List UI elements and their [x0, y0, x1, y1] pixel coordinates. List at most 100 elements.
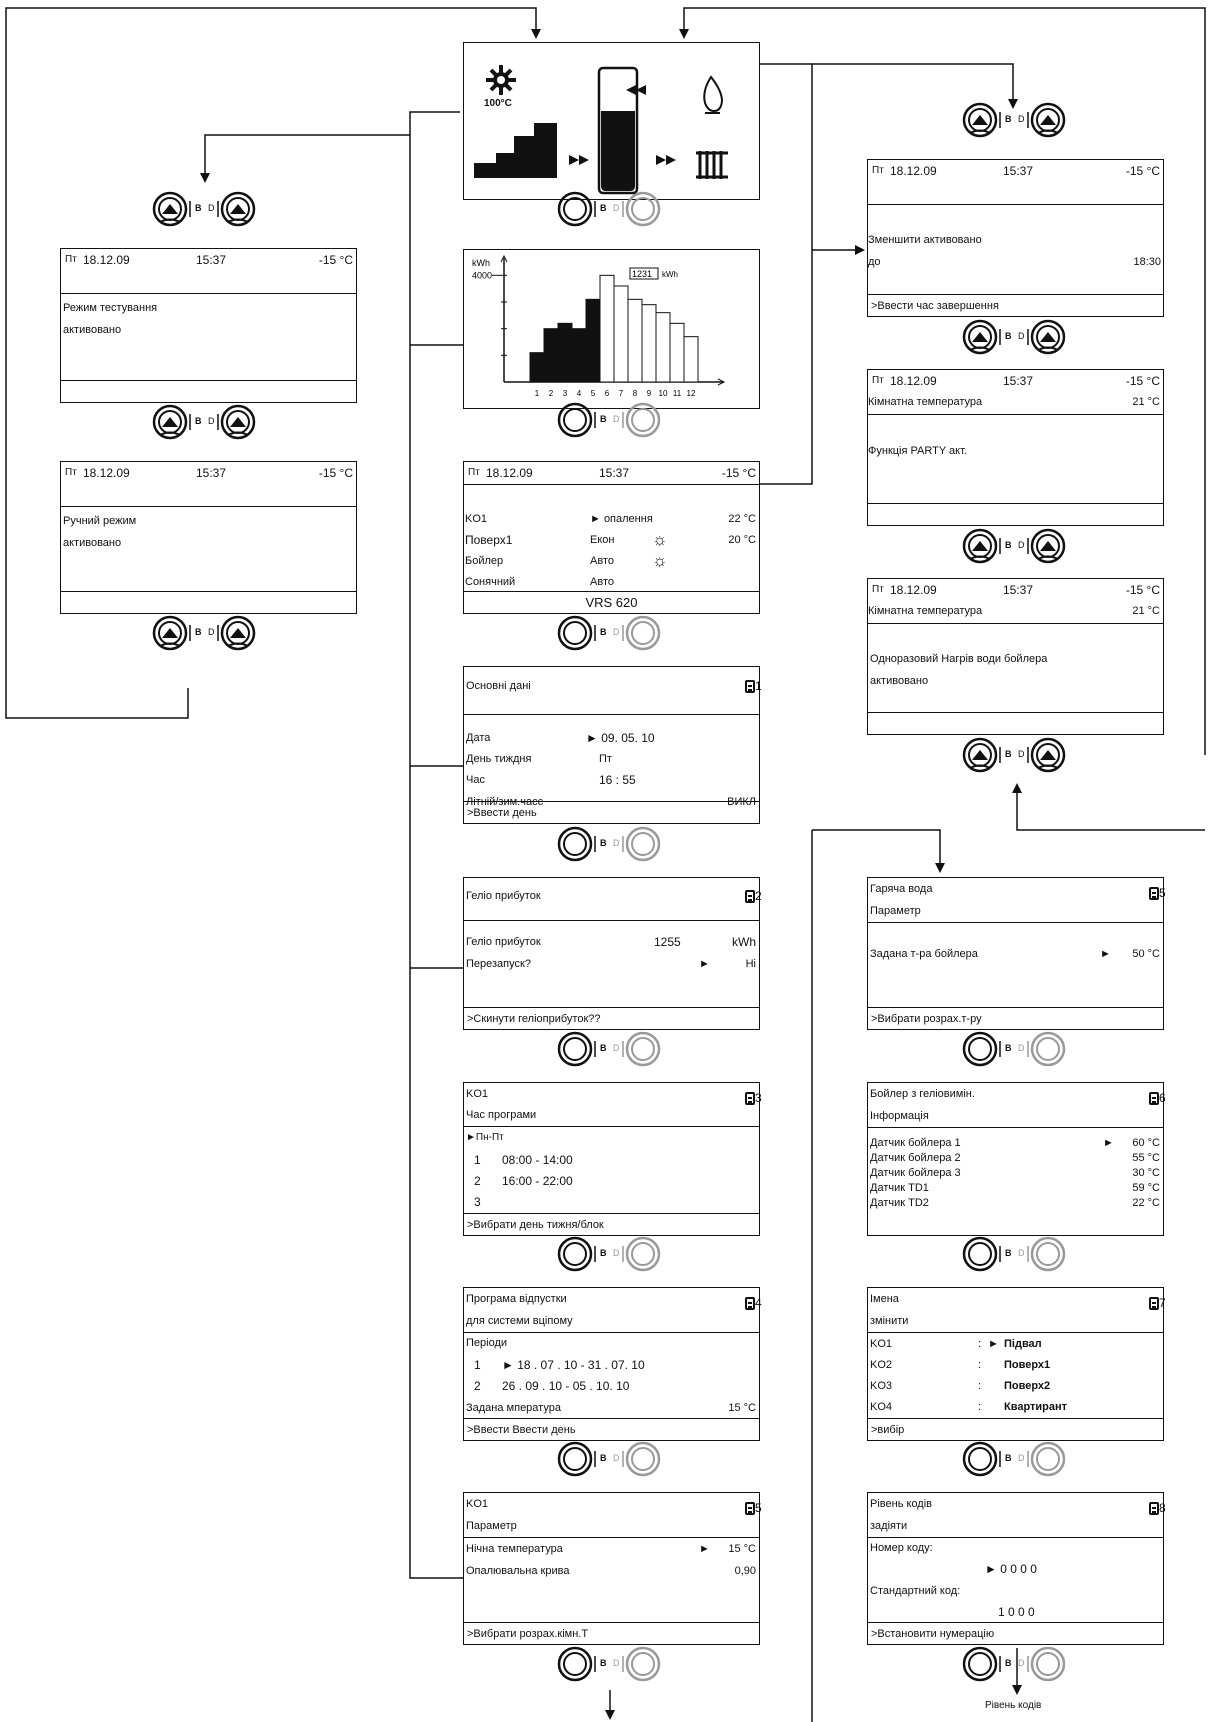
- sensor-value: 30 °C: [1132, 1167, 1160, 1179]
- boiler-target-arrow[interactable]: ►: [1100, 948, 1111, 960]
- name-row[interactable]: KO1:►Підвал: [868, 1333, 1163, 1355]
- oneshot-screen: Пт 18.12.09 15:37 -15 °C Кімнатна темпер…: [867, 578, 1164, 735]
- x-tick-label: 8: [633, 389, 638, 398]
- menu-solar-boiler-info: Бойлер з геліовимін. 6 Інформація Датчик…: [867, 1082, 1166, 1236]
- slot-times: 08:00 - 14:00: [502, 1153, 573, 1167]
- status-temp: -15 °C: [318, 253, 353, 267]
- circuit-name: Поверх2: [1004, 1380, 1051, 1392]
- menu7-footer: >вибір: [868, 1418, 1163, 1440]
- circuit-arrow: ►: [988, 1338, 999, 1350]
- knob-icon: [152, 404, 256, 440]
- status-day: Пт: [65, 467, 77, 478]
- knob-label-b: B: [1005, 1043, 1012, 1053]
- knob-label-d: D: [613, 627, 620, 637]
- sensor-arrow[interactable]: ►: [1103, 1137, 1114, 1149]
- time-slot[interactable]: 3: [464, 1191, 759, 1213]
- knob-label-d: D: [1018, 331, 1025, 341]
- reset-arrow[interactable]: ►: [699, 958, 710, 970]
- knob-label-d: D: [613, 414, 620, 424]
- overview-name: Поверх1: [465, 533, 513, 547]
- knob-icon: [557, 402, 661, 438]
- knob-label-b: B: [600, 414, 607, 424]
- menu-icon: 5: [1149, 882, 1166, 904]
- status-time: 15:37: [1003, 583, 1034, 597]
- menu-icon: 3: [745, 1087, 762, 1109]
- name-row[interactable]: KO2:Поверх1: [868, 1354, 1163, 1376]
- knob-label-d: D: [613, 1453, 620, 1463]
- overview-name: Сонячний: [465, 576, 516, 588]
- circuit-name: Підвал: [1004, 1338, 1042, 1350]
- night-temp-arrow[interactable]: ►: [699, 1543, 710, 1555]
- knob-icon: [152, 191, 256, 227]
- overview-footer: VRS 620: [464, 591, 759, 613]
- overview-name: KO1: [465, 513, 488, 525]
- menu5a-title: KO1: [466, 1498, 489, 1510]
- days-selector[interactable]: ►Пн-Пт: [466, 1132, 504, 1143]
- party-line1: Функція PARTY акт.: [868, 445, 967, 457]
- x-tick-label: 6: [605, 389, 610, 398]
- oneshot-line2: активовано: [870, 675, 929, 687]
- menu5a-num: 5: [755, 1501, 762, 1515]
- knob-label-d: D: [208, 627, 215, 637]
- curve-value: 0,90: [734, 1565, 756, 1577]
- status-day: Пт: [872, 165, 884, 176]
- menu5a-subtitle: Параметр: [466, 1520, 517, 1532]
- test-mode-footer: [61, 380, 356, 402]
- knob-label-d: D: [1018, 540, 1025, 550]
- total-box: [629, 267, 659, 280]
- time-slot[interactable]: 1 08:00 - 14:00: [464, 1149, 759, 1171]
- std-code-value: 1 0 0 0: [998, 1605, 1035, 1619]
- reduce-line2: до: [868, 256, 881, 268]
- menu8-footer: >Встановити нумерацію: [868, 1622, 1163, 1644]
- name-row[interactable]: KO3:Поверх2: [868, 1375, 1163, 1397]
- menu-icon: 7: [1149, 1292, 1166, 1314]
- bar-month-2: [543, 328, 559, 383]
- boiler-target-label: Задана т-ра бойлера: [870, 948, 978, 960]
- slot-number: 1: [474, 1153, 481, 1167]
- status-date: 18.12.09: [890, 583, 937, 597]
- name-row[interactable]: KO4:Квартирант: [868, 1396, 1163, 1418]
- knob-label-d: D: [1018, 1043, 1025, 1053]
- menu-holiday: Програма відпустки 4 для системи вціпому…: [463, 1287, 762, 1441]
- holiday-target-value: 15 °C: [728, 1402, 756, 1414]
- time-value: 16 : 55: [599, 773, 636, 787]
- bar-month-1: [529, 352, 545, 383]
- date-value[interactable]: ► 09. 05. 10: [586, 731, 655, 745]
- bar-month-7: [613, 285, 629, 383]
- knob-label-b: B: [600, 203, 607, 213]
- holiday-period[interactable]: 1► 18 . 07 . 10 - 31 . 07. 10: [464, 1354, 759, 1376]
- code-number-value[interactable]: ► 0 0 0 0: [985, 1562, 1037, 1576]
- x-tick-label: 9: [647, 389, 652, 398]
- oneshot-line1: Одноразовий Нагрів води бойлера: [870, 653, 1048, 665]
- circuit-key: KO4: [870, 1401, 893, 1413]
